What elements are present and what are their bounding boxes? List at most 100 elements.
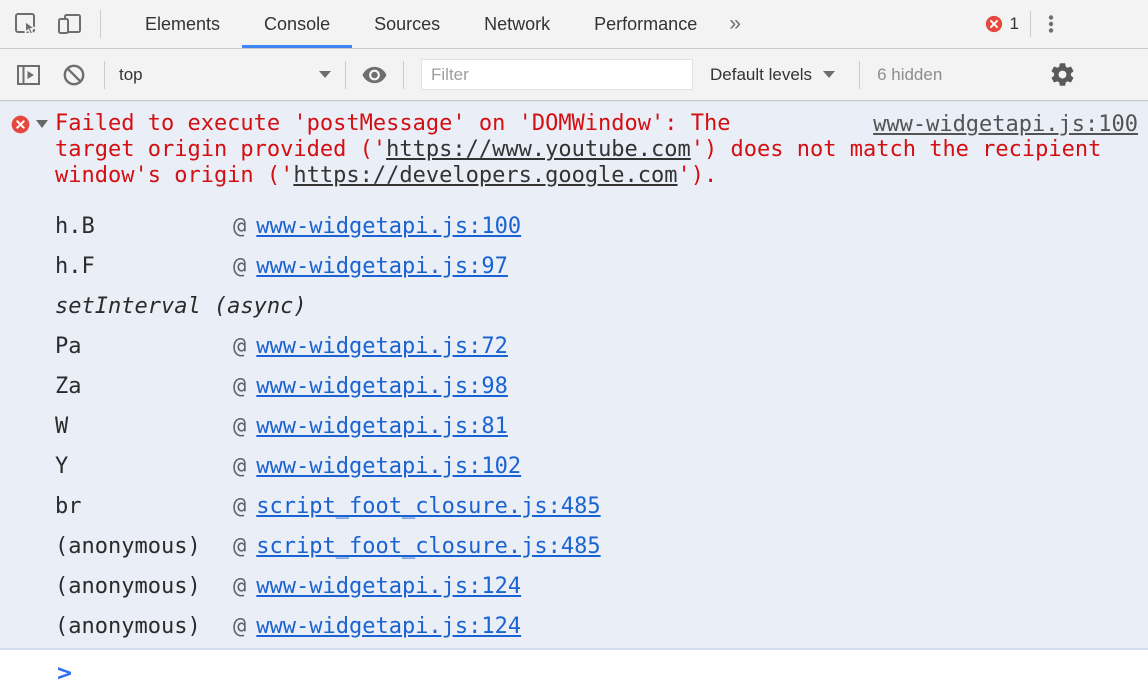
error-message-line: target origin provided ('https://www.you… [55,137,1148,163]
error-circle-x-icon [11,115,30,134]
console-error-message: www-widgetapi.js:100 Failed to execute '… [0,101,1148,650]
stack-frame-row: (anonymous) @ www-widgetapi.js:124 [0,606,1148,646]
stack-frame-row: br @ script_foot_closure.js:485 [0,486,1148,526]
devtools-tab-bar: Elements Console Sources Network Perform… [0,0,1148,49]
error-url-link[interactable]: https://developers.google.com [293,163,678,188]
toolbar-separator [859,60,861,89]
stack-trace: h.B @ www-widgetapi.js:100 h.F @ www-widgetap… [0,206,1148,648]
toolbar-separator [403,60,404,89]
console-sidebar-toggle-button[interactable] [15,62,42,88]
tab-sources[interactable]: Sources [352,0,462,48]
stack-at-symbol: @ [233,493,247,519]
stack-trace-expander-icon[interactable] [36,120,48,128]
chevron-double-right-icon: » [729,12,741,35]
console-sidebar-icon [17,64,40,85]
stack-frame-row: setInterval (async) [0,286,1148,326]
error-source-link[interactable]: www-widgetapi.js:100 [873,112,1138,137]
device-toolbar-icon [58,14,81,34]
levels-selected-value: Default levels [710,64,813,84]
stack-at-symbol: @ [233,253,247,279]
stack-function-name: Y [55,453,69,479]
stack-at-symbol: @ [233,213,247,239]
tab-label: Performance [594,13,698,34]
console-toolbar: top Default levels 6 hidden [0,49,1148,101]
stack-source-link[interactable]: script_foot_closure.js:485 [256,493,601,519]
stack-source-link[interactable]: www-widgetapi.js:124 [256,613,522,639]
tab-elements[interactable]: Elements [123,0,242,48]
stack-at-symbol: @ [233,453,247,479]
tab-console[interactable]: Console [242,0,353,48]
error-message-line: window's origin ('https://developers.goo… [55,163,1148,189]
error-icon-wrap [11,115,30,138]
hidden-messages-count: 6 hidden [877,64,943,84]
stack-source-link[interactable]: www-widgetapi.js:97 [256,253,508,279]
stack-function-name: h.B [55,213,95,239]
stack-frame-row: Pa @ www-widgetapi.js:72 [0,326,1148,366]
toolbar-separator [345,60,346,89]
tab-performance[interactable]: Performance [572,0,719,48]
stack-function-name: (anonymous) [55,573,201,599]
more-tabs-button[interactable]: » [719,0,751,48]
tab-bar-left-icons [0,0,115,48]
toolbar-separator [1030,11,1031,37]
tab-label: Elements [145,13,221,34]
stack-source-link[interactable]: script_foot_closure.js:485 [256,533,601,559]
stack-at-symbol: @ [233,333,247,359]
console-settings-button[interactable] [1049,61,1076,88]
error-message-lines: Failed to execute 'postMessage' on 'DOMW… [0,111,1148,189]
log-levels-dropdown[interactable]: Default levels [710,64,836,85]
error-url-link[interactable]: https://www.youtube.com [386,137,691,162]
stack-at-symbol: @ [233,573,247,599]
stack-function-name: (anonymous) [55,613,201,639]
stack-frame-row: W @ www-widgetapi.js:81 [0,406,1148,446]
stack-function-name: setInterval (async) [55,293,307,319]
stack-at-symbol: @ [233,413,247,439]
stack-function-name: Pa [55,333,82,359]
chevron-down-icon [319,71,331,78]
error-text-segment: target origin provided (' [55,137,387,162]
stack-source-link[interactable]: www-widgetapi.js:98 [256,373,508,399]
devtools-menu-button[interactable] [1042,11,1060,37]
error-text-segment: ') does not match the recipient [690,137,1102,162]
stack-function-name: br [55,493,82,519]
clear-console-button[interactable] [61,62,87,88]
stack-source-link[interactable]: www-widgetapi.js:81 [256,413,508,439]
eye-icon [362,66,387,83]
stack-frame-row: h.B @ www-widgetapi.js:100 [0,206,1148,246]
error-count: 1 [1009,14,1019,33]
panel-tabs: Elements Console Sources Network Perform… [123,0,751,48]
context-selected-value: top [119,64,143,84]
stack-frame-row: (anonymous) @ www-widgetapi.js:124 [0,566,1148,606]
stack-frame-row: (anonymous)@script_foot_closure.js:485 [0,526,1148,566]
stack-function-name: W [55,413,69,439]
stack-source-link[interactable]: www-widgetapi.js:124 [256,573,522,599]
stack-at-symbol: @ [233,613,247,639]
error-message-line: Failed to execute 'postMessage' on 'DOMW… [55,111,1148,137]
stack-frame-row: Y @ www-widgetapi.js:102 [0,446,1148,486]
stack-function-name: h.F [55,253,95,279]
stack-source-link[interactable]: www-widgetapi.js:102 [256,453,522,479]
tab-label: Console [264,13,331,34]
error-text-segment: '). [677,163,718,188]
toolbar-separator [100,10,101,38]
kebab-menu-icon [1048,15,1054,33]
stack-frame-row: h.F @ www-widgetapi.js:97 [0,246,1148,286]
inspect-element-button[interactable] [13,11,39,37]
tab-bar-right-controls: 1 [985,0,1148,48]
device-toolbar-button[interactable] [56,11,83,37]
stack-source-link[interactable]: www-widgetapi.js:100 [256,213,522,239]
stack-function-name: (anonymous) [55,533,201,559]
console-prompt[interactable]: > [0,650,1148,685]
gear-icon [1051,63,1074,86]
stack-source-link[interactable]: www-widgetapi.js:72 [256,333,508,359]
stack-frame-row: Za@www-widgetapi.js:98 [0,366,1148,406]
console-messages-area: www-widgetapi.js:100 Failed to execute '… [0,101,1148,690]
error-count-button[interactable]: 1 [985,14,1019,34]
tab-network[interactable]: Network [462,0,572,48]
javascript-context-dropdown[interactable]: top [119,65,331,85]
filter-input[interactable] [421,59,693,90]
toolbar-separator [104,60,105,89]
inspect-cursor-icon [15,13,37,36]
block-slash-icon [63,64,85,85]
live-expression-button[interactable] [361,62,388,88]
